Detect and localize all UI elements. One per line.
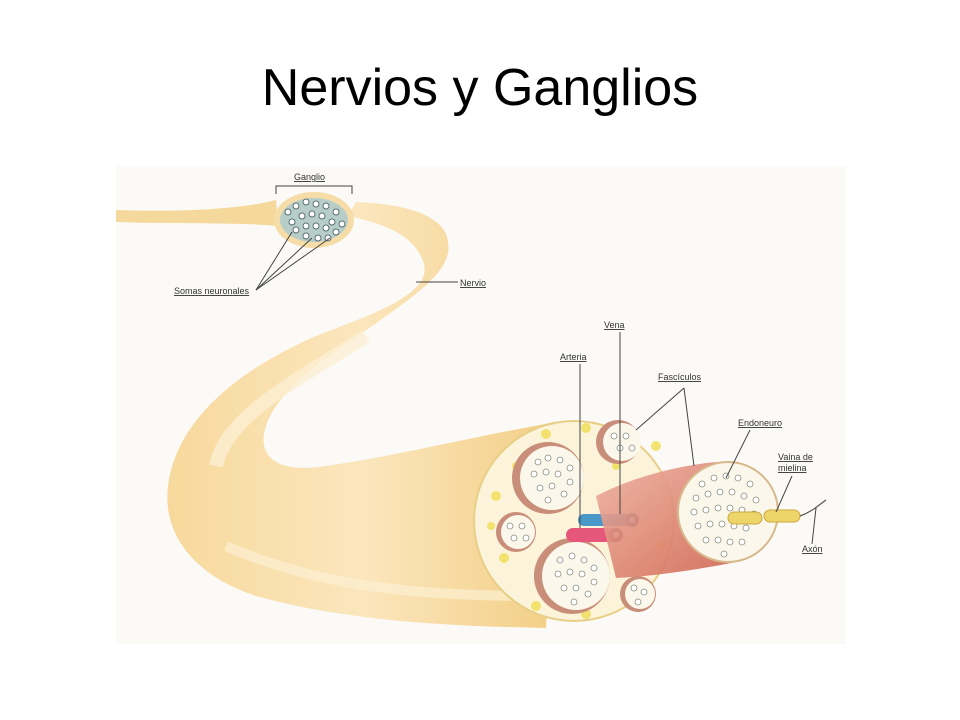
nerve-trunk <box>167 202 556 628</box>
label-vena: Vena <box>604 320 625 330</box>
label-vaina-de-mielina-line1: Vaina de <box>778 452 813 462</box>
slide-title: Nervios y Ganglios <box>261 59 699 117</box>
label-arteria: Arteria <box>560 352 587 362</box>
somas-leader-lines <box>255 231 331 291</box>
label-ganglio: Ganglio <box>294 172 325 182</box>
neuron-somas <box>284 198 346 242</box>
axon-leader-line <box>811 507 817 545</box>
myelin-sheath <box>763 509 801 523</box>
label-nervio: Nervio <box>460 278 486 288</box>
label-endoneuro: Endoneuro <box>738 418 782 428</box>
axon-dots <box>506 432 648 606</box>
fasciculos-leader-lines <box>635 387 695 467</box>
label-somas-neuronales: Somas neuronales <box>174 286 250 296</box>
extruded-fascicle-axons <box>690 472 760 558</box>
nerve-diagram-figure: Ganglio Somas neuronales Nervio <box>116 166 846 644</box>
fascicle-small-bottom-right <box>620 576 656 612</box>
myelin-sheath <box>727 511 763 525</box>
label-vaina-de-mielina-line2: mielina <box>778 463 807 473</box>
endoneuro-leader-line <box>725 429 751 479</box>
afferent-nerve <box>116 200 278 226</box>
mielina-leader-line <box>775 475 793 513</box>
fascicle-small-left <box>496 512 536 552</box>
label-axon: Axón <box>802 544 823 554</box>
axon <box>799 499 827 517</box>
ganglion-bracket <box>275 185 353 194</box>
nerve-diagram: Ganglio Somas neuronales Nervio <box>116 172 827 628</box>
label-fasciculos: Fascículos <box>658 372 702 382</box>
fascicle-small-top-right <box>596 420 641 464</box>
nerve-trunk-highlight <box>209 330 370 468</box>
nerve-trunk-highlight <box>223 541 537 601</box>
